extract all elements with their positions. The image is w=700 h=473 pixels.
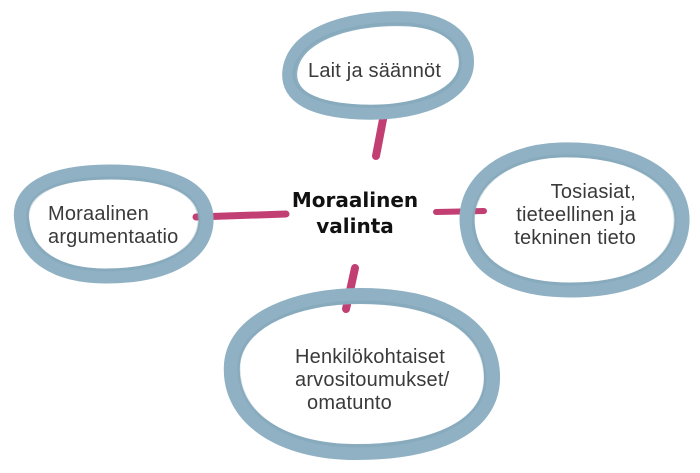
node-bottom-line-2: arvositoumukset/ bbox=[295, 369, 450, 391]
node-right-line-1: Tosiasiat, bbox=[550, 181, 636, 203]
node-left-line-1: Moraalinen bbox=[48, 203, 149, 225]
node-left-line-2: argumentaatio bbox=[48, 226, 179, 248]
bubble-bottom bbox=[223, 288, 501, 460]
bubble-top bbox=[282, 11, 474, 120]
node-bottom-line-1: Henkilökohtaiset bbox=[295, 346, 445, 368]
bubble-left bbox=[13, 164, 214, 284]
center-label-line-1: Moraalinen bbox=[291, 188, 419, 212]
node-label-moral-argumentation: Moraalinen argumentaatio bbox=[48, 203, 178, 249]
bubble-right bbox=[459, 142, 690, 298]
node-label-personal-values-conscience: Henkilökohtaiset arvositoumukset/ omatun… bbox=[295, 346, 455, 415]
node-label-laws-and-rules: Lait ja säännöt bbox=[308, 60, 441, 83]
node-top-line-1: Lait ja säännöt bbox=[308, 60, 442, 82]
node-bottom-line-3: omatunto bbox=[307, 392, 392, 414]
node-right-line-3: tekninen tieto bbox=[514, 227, 636, 249]
center-label-moral-choice: Moraalinen valinta bbox=[290, 187, 420, 239]
node-label-facts-knowledge: Tosiasiat, tieteellinen ja tekninen tiet… bbox=[498, 181, 636, 250]
center-label-line-2: valinta bbox=[316, 214, 394, 238]
node-right-line-2: tieteellinen ja bbox=[516, 204, 636, 226]
